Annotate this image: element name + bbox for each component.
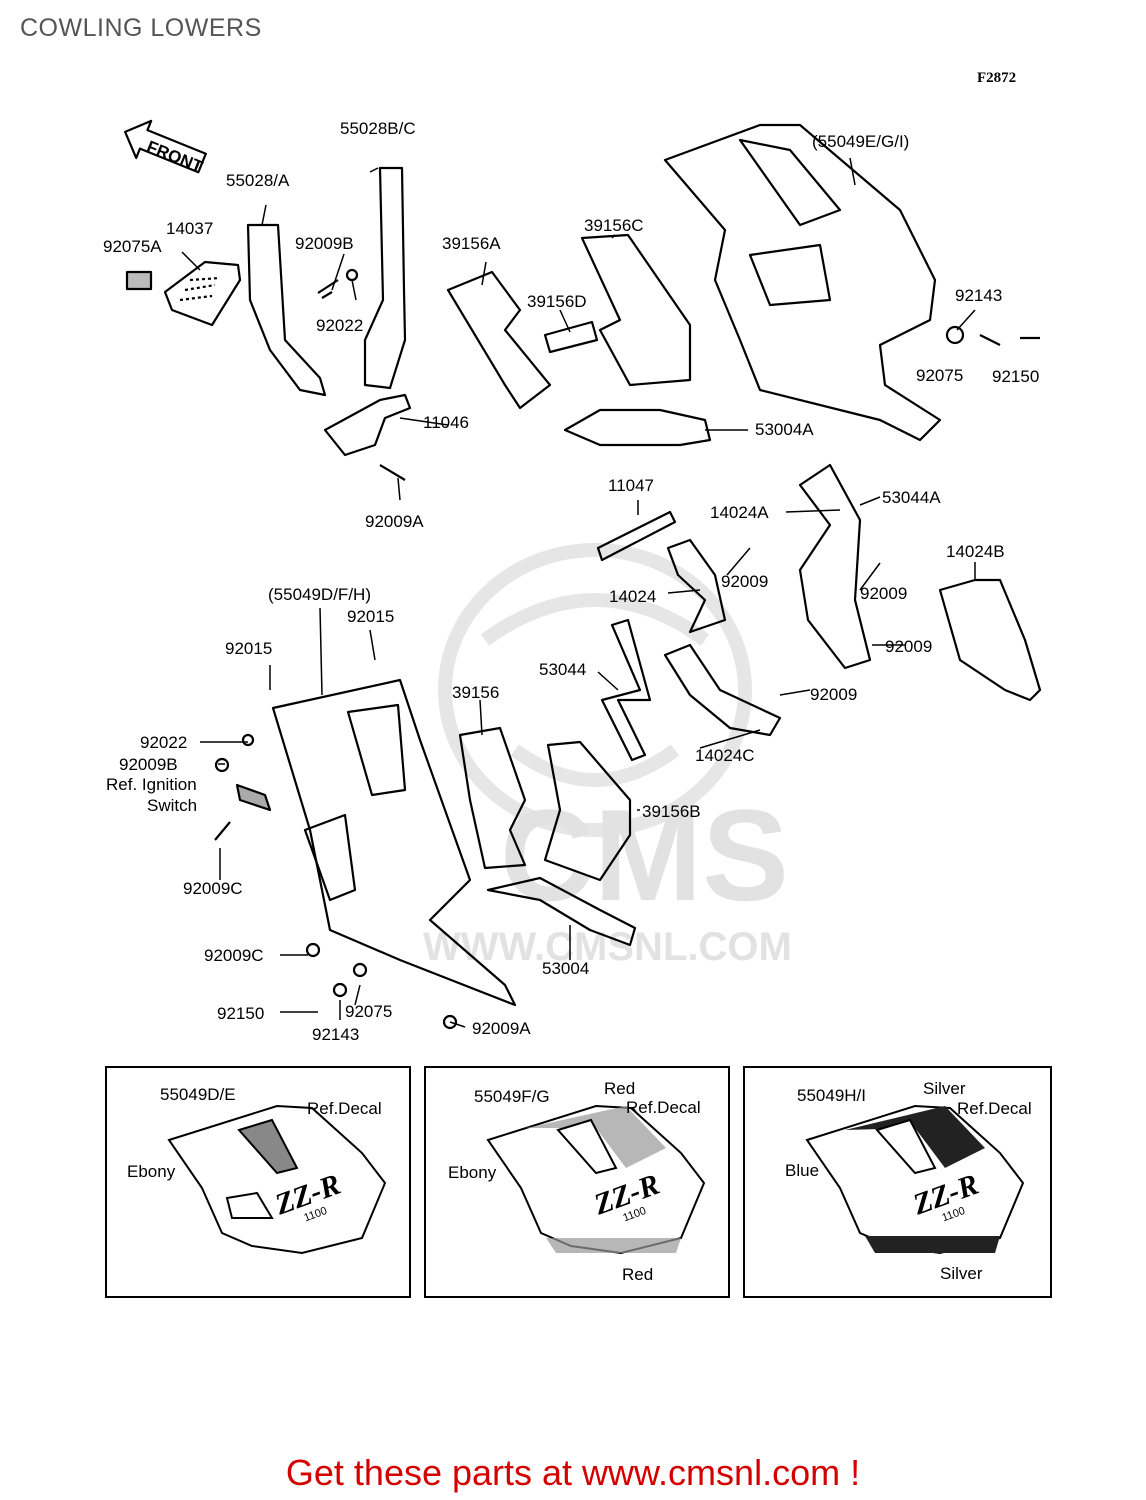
label-53044a: 53044A [882, 488, 941, 507]
label-11046: 11046 [423, 413, 470, 432]
variant-2-bottom-color: Red [622, 1265, 654, 1284]
label-53004: 53004 [542, 959, 590, 978]
label-92150-bot: 92150 [217, 1004, 265, 1023]
label-53044: 53044 [539, 660, 587, 679]
label-92022-top: 92022 [316, 316, 364, 335]
label-92009a-bot: 92009A [472, 1019, 531, 1038]
part-55049DFH-shape [271, 678, 517, 1007]
part-39156-shape [458, 726, 527, 870]
label-ref-ignition: Ref. Ignition [106, 775, 197, 794]
cta-link[interactable]: Get these parts at www.cmsnl.com ! [285, 1452, 861, 1493]
variant-1-part: 55049D/E [160, 1085, 236, 1104]
label-92009-4: 92009 [810, 685, 858, 704]
label-92022-mid: 92022 [140, 733, 188, 752]
variant-2-drawing: ZZ-R 1100 [486, 1104, 706, 1255]
variant-2-ref: Ref.Decal [626, 1098, 701, 1117]
label-92009b-mid: 92009B [119, 755, 178, 774]
page-title: COWLING LOWERS [20, 14, 262, 42]
label-39156b: 39156B [642, 802, 701, 821]
label-11047: 11047 [608, 476, 655, 495]
label-92009-1: 92009 [721, 572, 769, 591]
part-55049EGI-shape [663, 123, 942, 442]
variant-box-2: ZZ-R 1100 55049F/G Red Ref.Decal Ebony R… [424, 1066, 730, 1298]
variant-box-3: ZZ-R 1100 55049H/I Silver Ref.Decal Blue… [743, 1066, 1052, 1298]
variant-1-drawing: ZZ-R 1100 [167, 1104, 387, 1255]
label-39156d: 39156D [527, 292, 587, 311]
front-arrow [124, 119, 207, 174]
variant-3-top-color: Silver [923, 1079, 966, 1098]
label-92015-a: 92015 [225, 639, 273, 658]
variant-2-part: 55049F/G [474, 1087, 550, 1106]
part-39156C-shape [580, 233, 692, 387]
variant-2-top-color: Red [604, 1079, 636, 1098]
label-14037: 14037 [166, 219, 214, 238]
label-92009b-top: 92009B [295, 234, 354, 253]
cms-watermark: CMS WWW.CMSNL.COM [423, 543, 792, 969]
variant-box-1: ZZ-R 1100 55049D/E Ref.Decal Ebony [105, 1066, 411, 1298]
label-55028bc: 55028B/C [340, 119, 416, 138]
label-39156c: 39156C [584, 216, 644, 235]
label-92075-top: 92075 [916, 366, 964, 385]
label-39156: 39156 [452, 683, 500, 702]
variant-3-color: Blue [785, 1161, 820, 1180]
part-14024B-shape [938, 578, 1042, 702]
label-14024: 14024 [609, 587, 657, 606]
label-92143-top: 92143 [955, 286, 1003, 305]
part-14037-shape [163, 260, 242, 327]
variant-3-part: 55049H/I [797, 1086, 866, 1105]
variant-3-bottom-color: Silver [940, 1264, 983, 1283]
part-11046-shape [323, 393, 412, 457]
label-53004a: 53004A [755, 420, 814, 439]
label-14024b: 14024B [946, 542, 1005, 561]
variant-3-ref: Ref.Decal [957, 1099, 1032, 1118]
label-14024c: 14024C [695, 746, 755, 765]
label-39156a: 39156A [442, 234, 501, 253]
label-92009a-top: 92009A [365, 512, 424, 531]
part-53044A-shape [798, 463, 872, 670]
label-55028a: 55028/A [226, 171, 290, 190]
label-92015-b: 92015 [347, 607, 395, 626]
label-92009c-b: 92009C [204, 946, 264, 965]
label-92075a: 92075A [103, 237, 162, 256]
figure-code: F2872 [977, 70, 1017, 86]
part-53004-shape [486, 876, 637, 947]
label-92075-bot: 92075 [345, 1002, 393, 1021]
variant-3-drawing: ZZ-R 1100 [805, 1104, 1025, 1255]
part-55028A-shape [246, 223, 327, 397]
variant-1-color: Ebony [127, 1162, 176, 1181]
part-11047-shape [596, 510, 677, 562]
label-92009c-a: 92009C [183, 879, 243, 898]
part-14024C-shape [663, 643, 782, 737]
label-14024a: 14024A [710, 503, 769, 522]
part-53044-shape [600, 618, 652, 762]
label-ref-ignition-switch: Switch [147, 796, 198, 815]
watermark-url: WWW.CMSNL.COM [423, 925, 792, 969]
part-39156B-shape [543, 740, 632, 882]
label-55049egi: (55049E/G/I) [812, 132, 910, 151]
label-92143-bot: 92143 [312, 1025, 360, 1044]
front-arrow-text: FRONT [144, 137, 206, 177]
label-92150-top: 92150 [992, 367, 1040, 386]
variant-1-ref: Ref.Decal [307, 1099, 382, 1118]
label-55049dfh: (55049D/F/H) [268, 585, 371, 604]
part-39156A-shape [446, 270, 552, 410]
variant-2-color: Ebony [448, 1163, 497, 1182]
part-53004A-shape [563, 408, 712, 447]
part-55028BC-shape [363, 166, 407, 390]
label-92009-3: 92009 [885, 637, 933, 656]
part-14024-shape [666, 538, 727, 634]
label-92009-2: 92009 [860, 584, 908, 603]
